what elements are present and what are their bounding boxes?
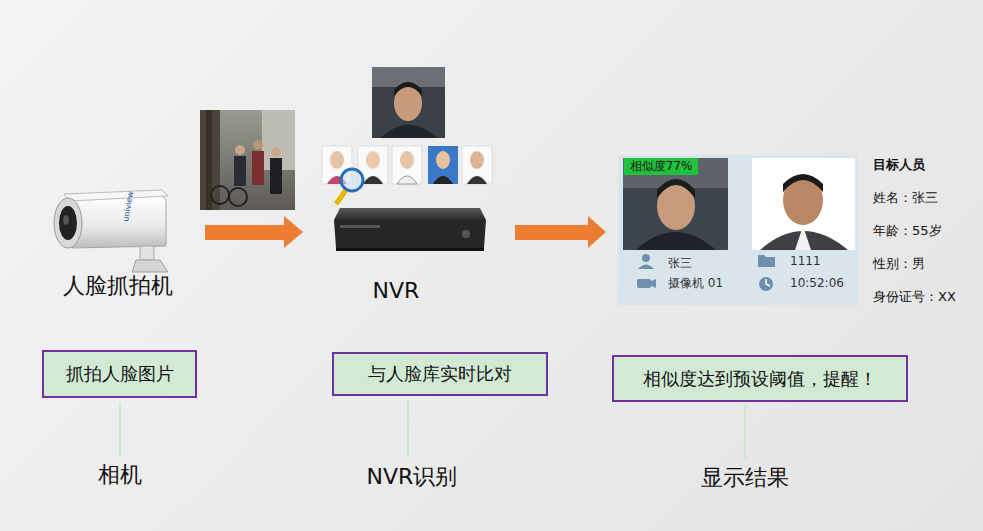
similarity-badge: 相似度77%: [624, 158, 698, 175]
nvr-device: [334, 208, 486, 251]
panel-text: 1111: [790, 254, 821, 268]
info-line: 姓名：张三: [873, 190, 938, 205]
step-box: 相似度达到预设阈值，提醒！: [612, 355, 908, 402]
stage-label: NVR识别: [367, 464, 458, 489]
svg-text:uniview: uniview: [121, 190, 135, 222]
device-label: NVR: [373, 278, 420, 303]
info-line: 年龄：55岁: [873, 223, 942, 238]
info-line: 身份证号：XX: [873, 289, 956, 304]
panel-text: 张三: [668, 256, 692, 270]
street-photo: [200, 110, 295, 210]
panel-text: 10:52:06: [790, 276, 844, 290]
captured-face: [372, 67, 445, 138]
result-panel-art: [618, 155, 858, 305]
stage-label: 相机: [98, 462, 142, 487]
leader-line: [744, 406, 746, 458]
face-library: [322, 146, 492, 204]
panel-text: 摄像机 01: [668, 276, 723, 290]
leader-line: [407, 400, 409, 456]
flow-arrow: [205, 216, 303, 248]
device-label: 人脸抓拍机: [63, 273, 173, 298]
info-line: 性别：男: [873, 256, 925, 271]
step-box: 抓拍人脸图片: [42, 350, 197, 398]
camera-figure: uniview: [54, 190, 168, 272]
stage-label: 显示结果: [701, 465, 789, 490]
box-text: 抓拍人脸图片: [66, 363, 174, 385]
box-text: 与人脸库实时比对: [368, 363, 512, 385]
step-box: 与人脸库实时比对: [332, 352, 548, 396]
result-panel: 张三 1111 摄像机 01 10:52:06 相似度77%: [618, 155, 858, 305]
flow-arrow: [515, 216, 606, 248]
box-text: 相似度77%: [630, 159, 693, 173]
info-heading: 目标人员: [873, 157, 925, 172]
leader-line: [119, 402, 121, 456]
box-text: 相似度达到预设阈值，提醒！: [643, 368, 877, 390]
